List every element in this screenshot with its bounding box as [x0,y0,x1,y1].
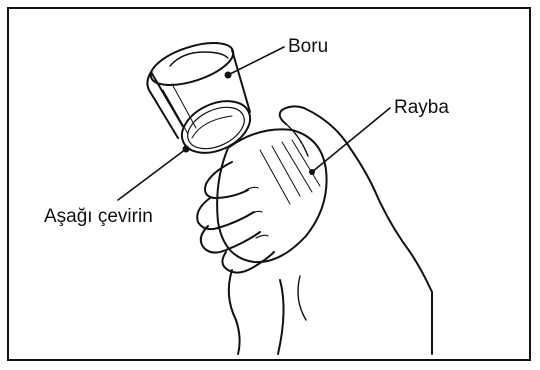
reamer-leader-line [312,108,390,172]
pipe-leader-line [228,47,284,75]
turn-leader-line [118,149,186,200]
reamer-label: Rayba [394,98,449,117]
turn-down-label: Aşağı çevirin [44,207,153,226]
pipe-label: Boru [288,37,328,56]
